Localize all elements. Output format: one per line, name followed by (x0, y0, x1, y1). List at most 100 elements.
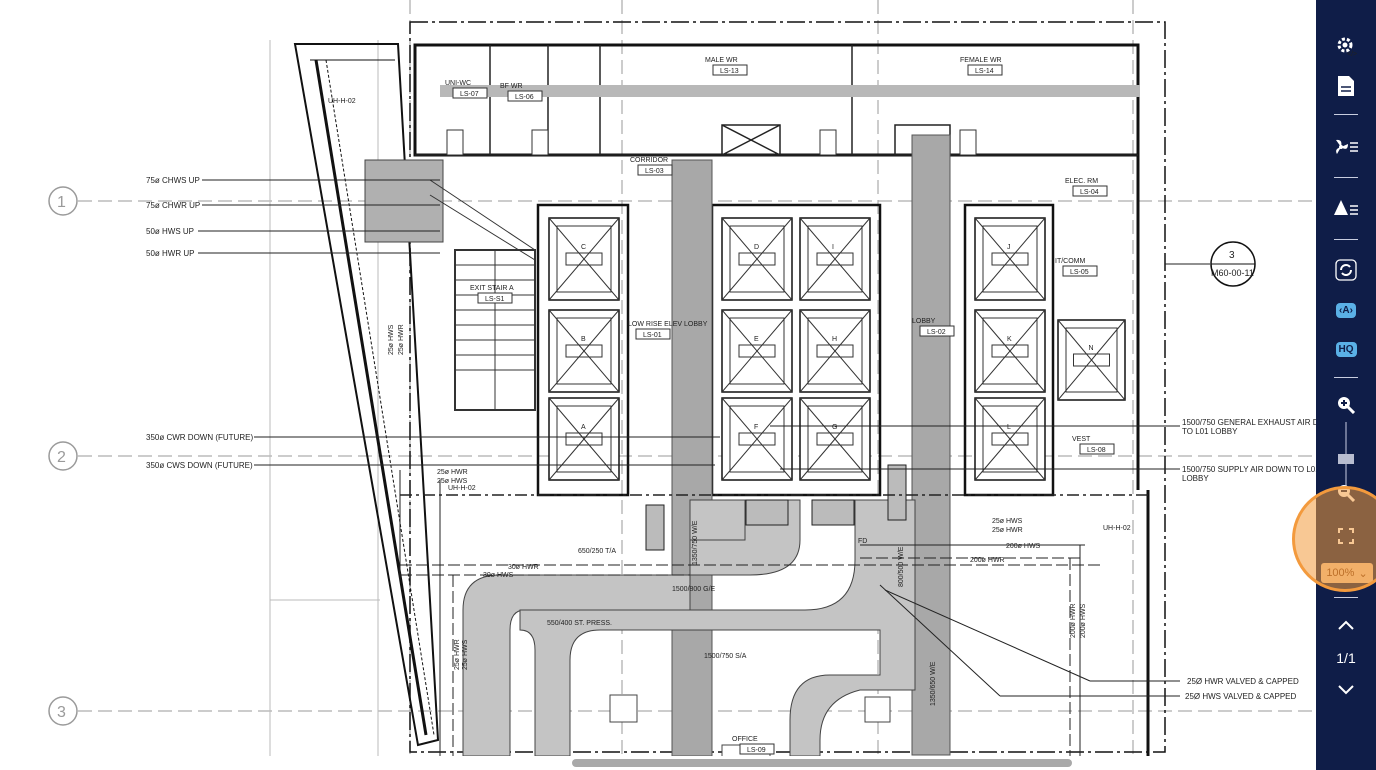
room-number: LS-02 (927, 329, 946, 336)
callout-cws-down: 350ø CWS DOWN (FUTURE) (146, 461, 253, 470)
pipe-label: UH-H-02 (328, 98, 356, 105)
room-number: LS-14 (975, 68, 994, 75)
zoom-in-icon[interactable] (1316, 395, 1376, 415)
elevator-label: K (1007, 336, 1012, 343)
pipe-label: 25ø HWS (388, 324, 395, 355)
chevron-down-icon: ⌄ (1358, 567, 1368, 580)
elevator-L: L (974, 397, 1046, 481)
pipe-label: 30ø HWS (483, 572, 514, 579)
callout-leaders (198, 179, 1210, 697)
room-name: LOW RISE ELEV LOBBY (628, 321, 708, 328)
pipe-label: 650/250 T/A (578, 548, 616, 555)
room-number: LS-08 (1087, 447, 1106, 454)
room-name: LOBBY (912, 318, 936, 325)
scrollbar-thumb[interactable] (572, 759, 1072, 767)
room-number: LS-13 (720, 68, 739, 75)
pipe-label: 200ø HWS (1080, 603, 1087, 638)
elevator-J: J (974, 217, 1046, 301)
zoom-slider-handle[interactable] (1338, 454, 1354, 464)
elevator-A: A (548, 397, 620, 481)
zoom-level-value: 100% (1326, 567, 1355, 579)
room-tag: UNI-WC LS-07 (445, 80, 488, 99)
fan-list-icon[interactable] (1316, 135, 1376, 159)
sync-icon[interactable] (1316, 258, 1376, 282)
room-name: IT/COMM (1055, 258, 1085, 265)
elevator-label: D (754, 244, 759, 251)
zoom-level-select[interactable]: 100%⌄ (1321, 563, 1373, 583)
pipe-labels: 25ø HWS 25ø HWR 25ø HWR 25ø HWS UH-H-02 … (328, 98, 1131, 706)
callout-exhaust-2: TO L01 LOBBY (1182, 427, 1238, 436)
previous-page-button[interactable] (1316, 615, 1376, 635)
viewer-toolbar: </> ‹A› HQ 1/1 (1316, 0, 1376, 770)
room-number: LS-04 (1080, 189, 1099, 196)
pipe-label: 200ø HWR (970, 557, 1005, 564)
elevator-label: I (832, 244, 834, 251)
room-tag: MALE WR LS-13 (705, 57, 748, 76)
room-number: LS-09 (747, 747, 766, 754)
pipe-label: 200ø HWR (1070, 603, 1077, 638)
room-name: FEMALE WR (960, 57, 1002, 64)
room-name: VEST (1072, 436, 1091, 443)
elevator-label: B (581, 336, 586, 343)
callout-chws-up: 75ø CHWS UP (146, 176, 200, 185)
elevator-D: D (721, 217, 793, 301)
next-page-button[interactable] (1316, 680, 1376, 700)
callout-exhaust: 1500/750 GENERAL EXHAUST AIR DOWN (1182, 418, 1316, 427)
room-number: LS-S1 (485, 296, 505, 303)
elevator-K: K (974, 309, 1046, 393)
room-name: MALE WR (705, 57, 738, 64)
drawing-canvas[interactable]: 1 2 3 (0, 0, 1316, 770)
elevator-N: N (1057, 319, 1126, 401)
pipe-label: 25ø HWR (437, 469, 468, 476)
hq-icon[interactable]: HQ (1316, 338, 1376, 360)
pipe-label: 25ø HWS (992, 518, 1023, 525)
elevator-label: A (581, 424, 586, 431)
callout-chwr-up: 75ø CHWR UP (146, 201, 200, 210)
pipe-label: 1350/650 W/E (930, 661, 937, 706)
document-settings-icon[interactable] (1316, 73, 1376, 99)
elevator-label: E (754, 336, 759, 343)
elevator-label: C (581, 244, 586, 251)
room-name: CORRIDOR (630, 157, 668, 164)
elevator-I: I (799, 217, 871, 301)
elevator-label: L (1007, 424, 1011, 431)
pipe-label: 800/500 W/E (898, 546, 905, 587)
section-number: 3 (1229, 250, 1235, 261)
elevator-label: G (832, 424, 837, 431)
elevator-G: G (799, 397, 871, 481)
room-number: LS-05 (1070, 269, 1089, 276)
pipe-label: 1500/750 S/A (704, 653, 747, 660)
pipe-label: UH-H-02 (448, 485, 476, 492)
grid-bubbles (48, 186, 78, 726)
room-tag: IT/COMM LS-05 (1055, 258, 1098, 277)
pipe-label: 1350/750 W/E (692, 520, 699, 565)
elevator-label: N (1089, 345, 1094, 352)
room-tag: OFFICE LS-09 (732, 736, 775, 755)
section-sheet: M60-00-11 (1211, 268, 1254, 278)
horizontal-scrollbar[interactable] (0, 756, 1316, 770)
settings-code-icon[interactable]: </> (1316, 33, 1376, 59)
room-name: OFFICE (732, 736, 758, 743)
warning-list-icon[interactable] (1316, 196, 1376, 220)
elevator-F: F (721, 397, 793, 481)
shaft-east (911, 134, 951, 756)
room-number: LS-06 (515, 94, 534, 101)
pipe-label: 30ø HWR (508, 564, 539, 571)
room-number: LS-07 (460, 91, 479, 98)
ai-icon[interactable]: ‹A› (1316, 299, 1376, 321)
pipe-label: 200ø HWS (1006, 543, 1041, 550)
hq-label: HQ (1335, 341, 1357, 357)
duct-top (440, 85, 1140, 97)
page-indicator: 1/1 (1336, 650, 1356, 666)
zoom-out-icon[interactable] (1316, 483, 1376, 503)
fullscreen-icon[interactable] (1316, 526, 1376, 546)
elevator-label: H (832, 336, 837, 343)
room-tag: LOBBY LS-02 (912, 318, 955, 337)
callout-hws-up: 50ø HWS UP (146, 227, 194, 236)
elevator-label: F (754, 424, 758, 431)
room-name: UNI-WC (445, 80, 471, 87)
